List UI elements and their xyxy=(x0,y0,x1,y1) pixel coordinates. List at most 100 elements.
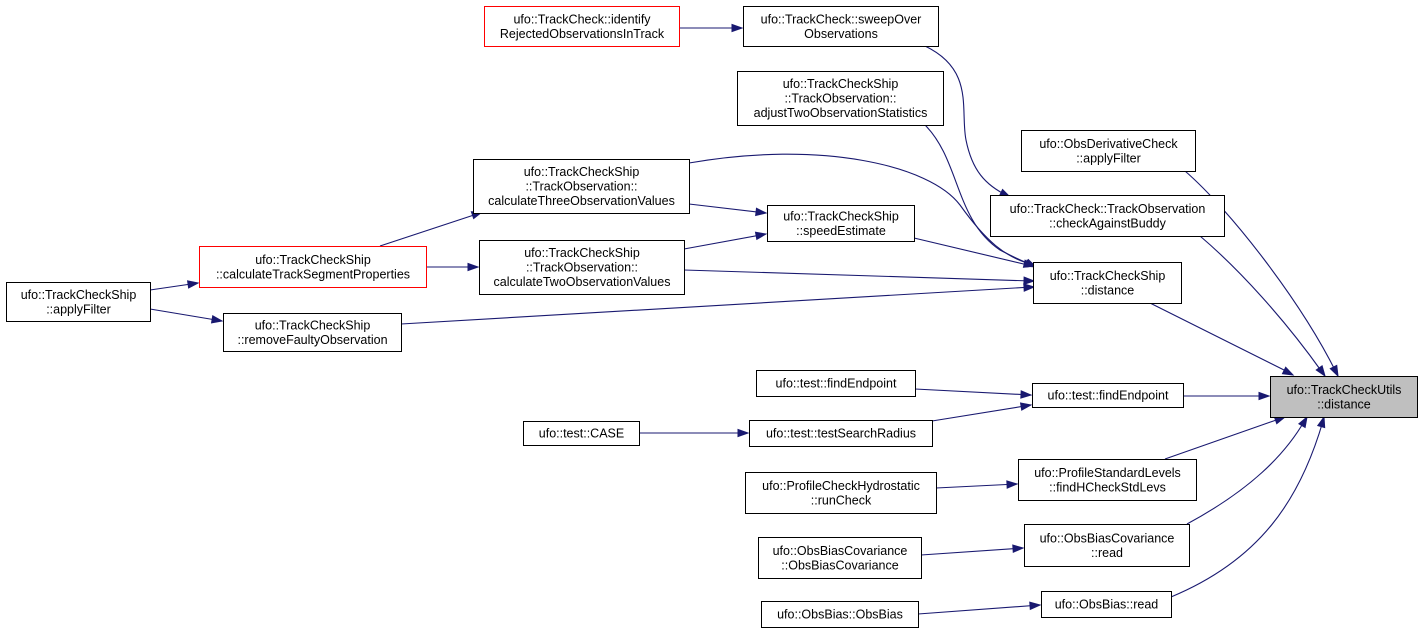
node-label-calcThree-line-1: ::TrackObservation:: xyxy=(525,180,637,194)
node-identify[interactable]: ufo::TrackCheck::identifyRejectedObserva… xyxy=(484,6,680,47)
node-label-adjustTwo-line-0: ufo::TrackCheckShip xyxy=(783,77,899,91)
node-box-findEndpointR[interactable] xyxy=(1032,383,1184,408)
arrowhead-obsBiasRead-to-focus xyxy=(1316,415,1326,429)
node-label-removeFaulty-line-0: ufo::TrackCheckShip xyxy=(255,318,371,332)
node-label-checkAgainstBuddy-line-0: ufo::TrackCheck::TrackObservation xyxy=(1010,202,1206,216)
node-label-tcsDistance-line-1: ::distance xyxy=(1081,283,1135,297)
node-box-tcsDistance[interactable] xyxy=(1033,262,1182,304)
arrowhead-calcTrackSeg-to-calcTwo xyxy=(467,262,480,272)
arrowhead-speedEstimate-to-tcsDistance xyxy=(1022,259,1036,268)
edges-layer xyxy=(149,23,1339,615)
node-label-obsBiasCovCtor-line-1: ::ObsBiasCovariance xyxy=(781,558,898,572)
arrowhead-obsBiasCovRead-to-focus xyxy=(1298,415,1308,429)
node-box-calcTwo[interactable] xyxy=(479,240,685,295)
node-box-obsBiasRead[interactable] xyxy=(1041,591,1172,618)
node-label-adjustTwo-line-1: ::TrackObservation:: xyxy=(784,92,896,106)
node-box-testCase[interactable] xyxy=(523,421,640,446)
arrowhead-tcsApplyFilter-to-removeFaulty xyxy=(210,315,224,324)
node-box-adjustTwo[interactable] xyxy=(737,71,944,126)
node-findHCheck[interactable]: ufo::ProfileStandardLevels::findHCheckSt… xyxy=(1018,459,1197,501)
node-label-obsBiasCovRead-line-1: ::read xyxy=(1091,546,1123,560)
node-box-sweepOver[interactable] xyxy=(743,6,939,47)
node-calcTwo[interactable]: ufo::TrackCheckShip::TrackObservation::c… xyxy=(479,240,685,295)
node-box-calcThree[interactable] xyxy=(473,159,690,214)
node-label-identify-line-1: RejectedObservationsInTrack xyxy=(500,27,665,41)
arrowhead-findEndpointL-to-findEndpointR xyxy=(1020,390,1033,399)
arrowhead-checkAgainstBuddy-to-focus xyxy=(1315,364,1326,378)
arrowhead-findEndpointR-to-focus xyxy=(1258,391,1271,401)
edge-runCheck-to-findHCheck xyxy=(935,483,1018,489)
arrowhead-calcTwo-to-tcsDistance xyxy=(1023,276,1036,285)
edge-obsBiasCtor-to-obsBiasRead xyxy=(917,604,1041,615)
node-box-calcTrackSeg[interactable] xyxy=(199,246,427,288)
node-label-adjustTwo-line-2: adjustTwoObservationStatistics xyxy=(754,106,928,120)
node-calcThree[interactable]: ufo::TrackCheckShip::TrackObservation::c… xyxy=(473,159,690,214)
node-label-findHCheck-line-1: ::findHCheckStdLevs xyxy=(1049,480,1166,494)
node-box-obsBiasCtor[interactable] xyxy=(761,601,919,628)
node-label-findEndpointR-line-0: ufo::test::findEndpoint xyxy=(1048,389,1169,403)
node-findEndpointL[interactable]: ufo::test::findEndpoint xyxy=(756,370,916,397)
edge-obsBiasRead-to-focus xyxy=(1170,420,1324,598)
node-label-identify-line-0: ufo::TrackCheck::identify xyxy=(513,12,651,26)
node-obsBiasCovRead[interactable]: ufo::ObsBiasCovariance::read xyxy=(1024,524,1190,567)
edge-tcsApplyFilter-to-removeFaulty xyxy=(149,308,223,322)
edge-calcTrackSeg-to-calcThree xyxy=(379,212,481,247)
edge-tcsDistance-to-focus xyxy=(1149,302,1291,374)
node-box-obsDerivative[interactable] xyxy=(1021,130,1196,172)
node-label-focus-line-1: ::distance xyxy=(1317,397,1371,411)
node-label-tcsApplyFilter-line-1: ::applyFilter xyxy=(46,302,111,316)
edge-obsBiasCovCtor-to-obsBiasCovRead xyxy=(920,547,1024,556)
node-label-speedEstimate-line-0: ufo::TrackCheckShip xyxy=(783,209,899,223)
node-obsBiasCtor[interactable]: ufo::ObsBias::ObsBias xyxy=(761,601,919,628)
node-box-removeFaulty[interactable] xyxy=(223,313,402,352)
node-obsBiasRead[interactable]: ufo::ObsBias::read xyxy=(1041,591,1172,618)
node-label-focus-line-0: ufo::TrackCheckUtils xyxy=(1287,383,1402,397)
node-obsDerivative[interactable]: ufo::ObsDerivativeCheck::applyFilter xyxy=(1021,130,1196,172)
arrowhead-testSearchRadius-to-findEndpointR xyxy=(1019,402,1033,411)
node-box-obsBiasCovCtor[interactable] xyxy=(758,537,922,579)
node-testCase[interactable]: ufo::test::CASE xyxy=(523,421,640,446)
node-removeFaulty[interactable]: ufo::TrackCheckShip::removeFaultyObserva… xyxy=(223,313,402,352)
arrowhead-tcsDistance-to-focus xyxy=(1281,366,1295,376)
node-tcsApplyFilter[interactable]: ufo::TrackCheckShip::applyFilter xyxy=(6,282,151,322)
edge-obsBiasCovRead-to-focus xyxy=(1186,419,1306,525)
edge-calcThree-to-speedEstimate xyxy=(688,203,767,214)
node-adjustTwo[interactable]: ufo::TrackCheckShip::TrackObservation::a… xyxy=(737,71,944,126)
node-box-tcsApplyFilter[interactable] xyxy=(6,282,151,322)
node-obsBiasCovCtor[interactable]: ufo::ObsBiasCovariance::ObsBiasCovarianc… xyxy=(758,537,922,579)
node-box-obsBiasCovRead[interactable] xyxy=(1024,524,1190,567)
node-label-sweepOver-line-0: ufo::TrackCheck::sweepOver xyxy=(761,12,922,26)
node-label-obsBiasCtor-line-0: ufo::ObsBias::ObsBias xyxy=(777,608,903,622)
node-speedEstimate[interactable]: ufo::TrackCheckShip::speedEstimate xyxy=(767,205,915,242)
node-testSearchRadius[interactable]: ufo::test::testSearchRadius xyxy=(749,420,933,447)
edge-calcTwo-to-tcsDistance xyxy=(683,269,1033,282)
node-box-findHCheck[interactable] xyxy=(1018,459,1197,501)
node-label-calcTwo-line-2: calculateTwoObservationValues xyxy=(494,275,671,289)
node-box-testSearchRadius[interactable] xyxy=(749,420,933,447)
node-box-focus[interactable] xyxy=(1270,376,1418,418)
edge-calcThree-to-tcsDistance xyxy=(688,153,1035,266)
node-runCheck[interactable]: ufo::ProfileCheckHydrostatic::runCheck xyxy=(745,472,937,514)
node-calcTrackSeg[interactable]: ufo::TrackCheckShip::calculateTrackSegme… xyxy=(199,246,427,288)
nodes-layer: ufo::TrackCheckUtils::distanceufo::Track… xyxy=(6,6,1418,628)
node-box-runCheck[interactable] xyxy=(745,472,937,514)
node-box-speedEstimate[interactable] xyxy=(767,205,915,242)
node-focus[interactable]: ufo::TrackCheckUtils::distance xyxy=(1270,376,1418,418)
edge-obsDerivative-to-focus xyxy=(1184,170,1337,373)
edge-findEndpointL-to-findEndpointR xyxy=(914,388,1032,396)
arrowhead-tcsApplyFilter-to-calcTrackSeg xyxy=(186,280,200,289)
node-label-calcTwo-line-1: ::TrackObservation:: xyxy=(526,261,638,275)
node-label-calcThree-line-0: ufo::TrackCheckShip xyxy=(524,165,640,179)
node-label-tcsApplyFilter-line-0: ufo::TrackCheckShip xyxy=(21,288,137,302)
edge-findHCheck-to-focus xyxy=(1164,417,1283,460)
node-checkAgainstBuddy[interactable]: ufo::TrackCheck::TrackObservation::check… xyxy=(990,195,1225,237)
node-findEndpointR[interactable]: ufo::test::findEndpoint xyxy=(1032,383,1184,408)
node-box-identify[interactable] xyxy=(484,6,680,47)
node-tcsDistance[interactable]: ufo::TrackCheckShip::distance xyxy=(1033,262,1182,304)
node-label-sweepOver-line-1: Observations xyxy=(804,27,878,41)
node-box-checkAgainstBuddy[interactable] xyxy=(990,195,1225,237)
node-box-findEndpointL[interactable] xyxy=(756,370,916,397)
edge-sweepOver-to-checkAgainstBuddy xyxy=(924,45,1009,197)
arrowhead-removeFaulty-to-tcsDistance xyxy=(1023,283,1036,292)
